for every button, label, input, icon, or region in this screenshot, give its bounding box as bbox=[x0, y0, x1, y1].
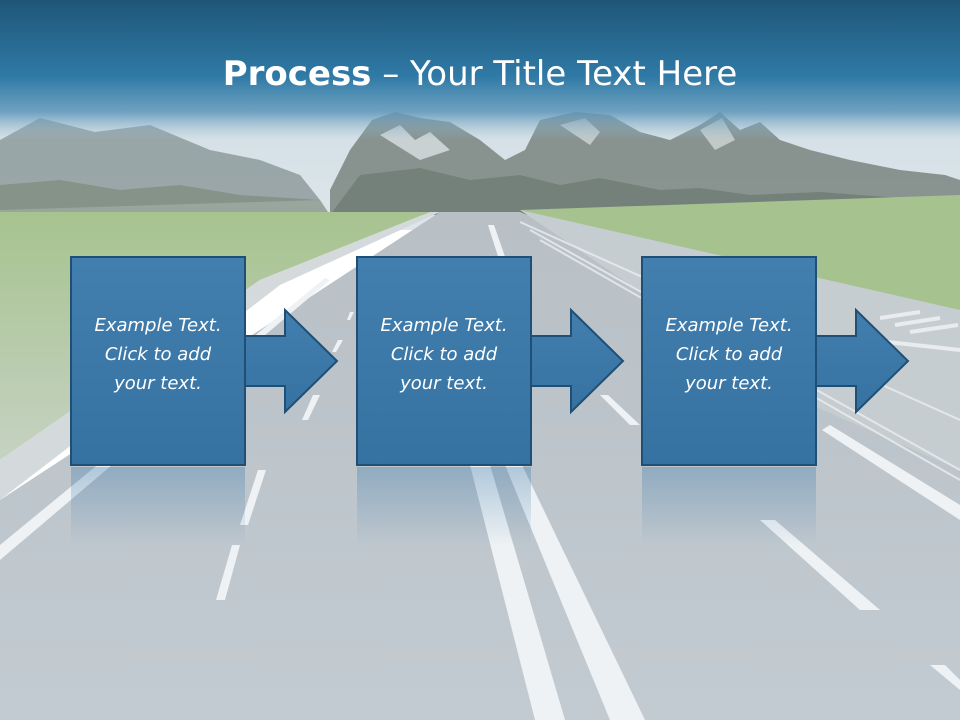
arrow-right-icon bbox=[242, 307, 339, 415]
step-text-content: Example Text. Click to add your text. bbox=[665, 315, 793, 394]
step-box bbox=[356, 256, 532, 466]
step-3-text[interactable]: Example Text. Click to add your text. bbox=[643, 311, 815, 398]
arrow-right-icon bbox=[528, 307, 625, 415]
title-bold: Process bbox=[222, 54, 372, 94]
arrow-right-icon bbox=[813, 307, 910, 415]
title-rest: – Your Title Text Here bbox=[371, 54, 738, 94]
process-step-3[interactable] bbox=[641, 256, 910, 466]
step-2-text[interactable]: Example Text. Click to add your text. bbox=[358, 311, 530, 398]
slide-title[interactable]: Process – Your Title Text Here bbox=[0, 52, 960, 96]
process-step-2[interactable] bbox=[356, 256, 625, 466]
step-text-content: Example Text. Click to add your text. bbox=[94, 315, 222, 394]
title-band bbox=[0, 0, 960, 140]
step-box bbox=[70, 256, 246, 466]
process-step-1[interactable] bbox=[70, 256, 339, 466]
step-box bbox=[641, 256, 817, 466]
step-1-text[interactable]: Example Text. Click to add your text. bbox=[72, 311, 244, 398]
box-reflections bbox=[71, 467, 816, 547]
step-text-content: Example Text. Click to add your text. bbox=[380, 315, 508, 394]
